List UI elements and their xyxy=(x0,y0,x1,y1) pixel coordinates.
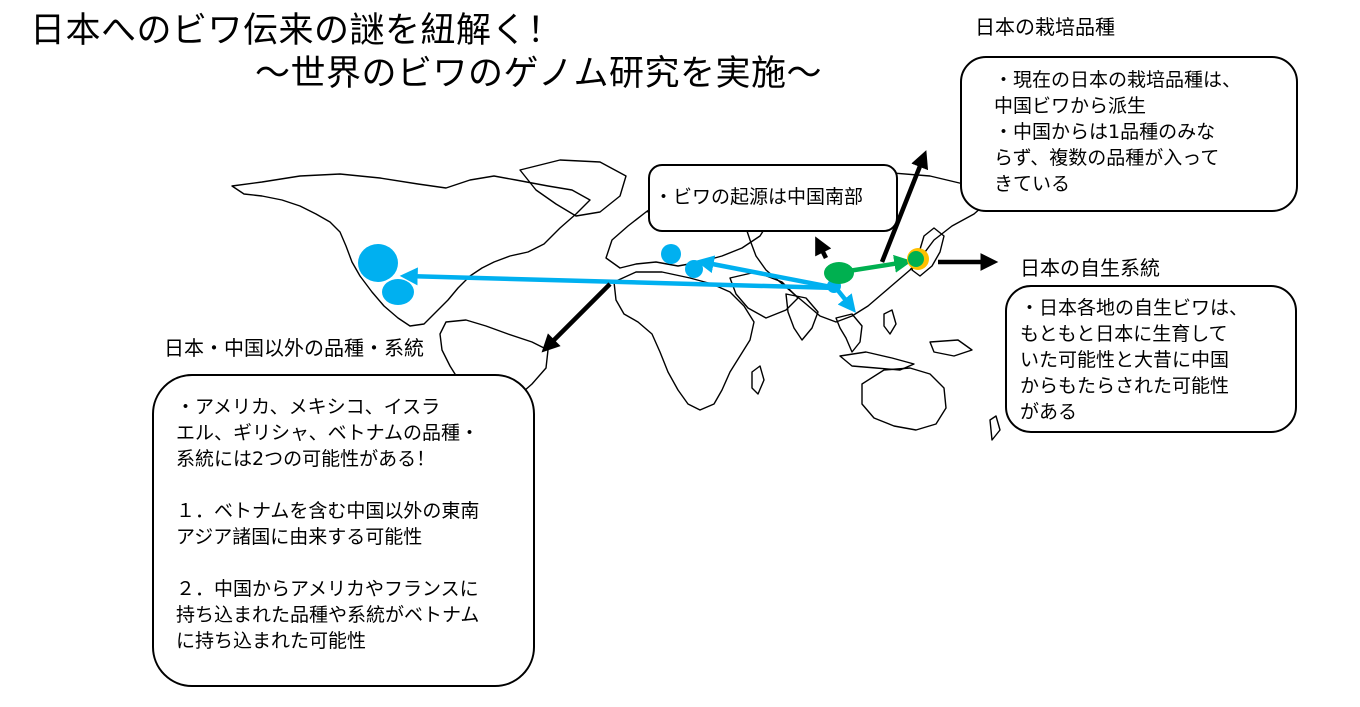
marker-usa xyxy=(358,244,398,282)
others-point2-1: ２．中国からアメリカやフランスに xyxy=(176,578,479,600)
wild-line-3: いた可能性と大昔に中国 xyxy=(1020,349,1230,371)
marker-mexico xyxy=(382,279,414,305)
asia-outline xyxy=(739,171,991,323)
page-subtitle: 〜世界のビワのゲノム研究を実施〜 xyxy=(255,54,822,94)
cultivars-heading: 日本の栽培品種 xyxy=(975,15,1115,39)
others-intro-2: エル、ギリシャ、ベトナムの品種・ xyxy=(176,422,480,444)
others-box: ・アメリカ、メキシコ、イスラ エル、ギリシャ、ベトナムの品種・ 系統には2つの可… xyxy=(152,374,535,687)
greenland-outline xyxy=(519,159,627,217)
cultivars-line-4: らず、複数の品種が入って xyxy=(994,147,1220,169)
new-guinea-outline xyxy=(929,339,973,357)
arrow-china-to-americas xyxy=(399,267,837,291)
marker-israel xyxy=(685,260,703,278)
page-title: 日本へのビワ伝来の謎を紐解く！ xyxy=(30,11,563,51)
cultivars-box: ・現在の日本の栽培品種は、 中国ビワから派生 ・中国からは1品種のみな らず、複… xyxy=(960,56,1298,212)
arrow-china-to-vietnam xyxy=(834,286,856,313)
indonesia-outline xyxy=(839,351,915,371)
blue-arrows xyxy=(399,255,856,313)
wild-line-1: ・日本各地の自生ビワは、 xyxy=(1020,297,1249,319)
madagascar-outline xyxy=(751,365,765,395)
continent-outlines xyxy=(231,159,1001,477)
marker-china xyxy=(824,262,854,284)
arrow-china-to-mediterranean xyxy=(695,255,837,291)
marker-japan-cultivar xyxy=(908,251,924,267)
australia-outline xyxy=(861,367,947,431)
origin-text: ・ビワの起源は中国南部 xyxy=(654,186,864,208)
origin-box: ・ビワの起源は中国南部 xyxy=(648,164,898,232)
wild-line-4: からもたらされた可能性 xyxy=(1020,375,1230,397)
india-outline xyxy=(785,293,819,341)
north-america-outline xyxy=(231,173,591,327)
others-intro-3: 系統には2つの可能性がある！ xyxy=(176,448,436,470)
arrow-to-origin-box xyxy=(815,236,832,260)
wild-line-2: もともと日本に生育して xyxy=(1020,323,1228,345)
marker-greece xyxy=(661,244,681,264)
cultivars-line-1: ・現在の日本の栽培品種は、 xyxy=(994,69,1242,91)
others-point2-2: 持ち込まれた品種や系統がベトナム xyxy=(176,604,480,626)
others-point2-3: に持ち込まれた可能性 xyxy=(176,630,367,652)
wild-box: ・日本各地の自生ビワは、 もともと日本に生育して いた可能性と大昔に中国 からも… xyxy=(1005,285,1297,433)
wild-heading: 日本の自生系統 xyxy=(1020,256,1160,280)
new-zealand-outline xyxy=(989,415,1001,441)
cultivars-line-2: 中国ビワから派生 xyxy=(994,95,1147,117)
others-point1-2: アジア諸国に由来する可能性 xyxy=(176,526,423,548)
black-arrows xyxy=(541,150,999,353)
others-intro-1: ・アメリカ、メキシコ、イスラ xyxy=(176,396,441,418)
southeast-asia-outline xyxy=(835,313,863,353)
arrow-to-others-box xyxy=(541,282,612,353)
others-point1-1: １．ベトナムを含む中国以外の東南 xyxy=(176,500,480,522)
others-heading: 日本・中国以外の品種・系統 xyxy=(164,336,424,360)
philippines-outline xyxy=(883,309,897,335)
arrow-to-cultivars-box xyxy=(879,150,929,263)
cultivars-line-5: きている xyxy=(994,173,1071,195)
africa-outline xyxy=(613,271,755,411)
wild-line-5: がある xyxy=(1020,401,1078,423)
cultivars-line-3: ・中国からは1品種のみな xyxy=(994,121,1216,143)
location-markers xyxy=(358,244,929,305)
